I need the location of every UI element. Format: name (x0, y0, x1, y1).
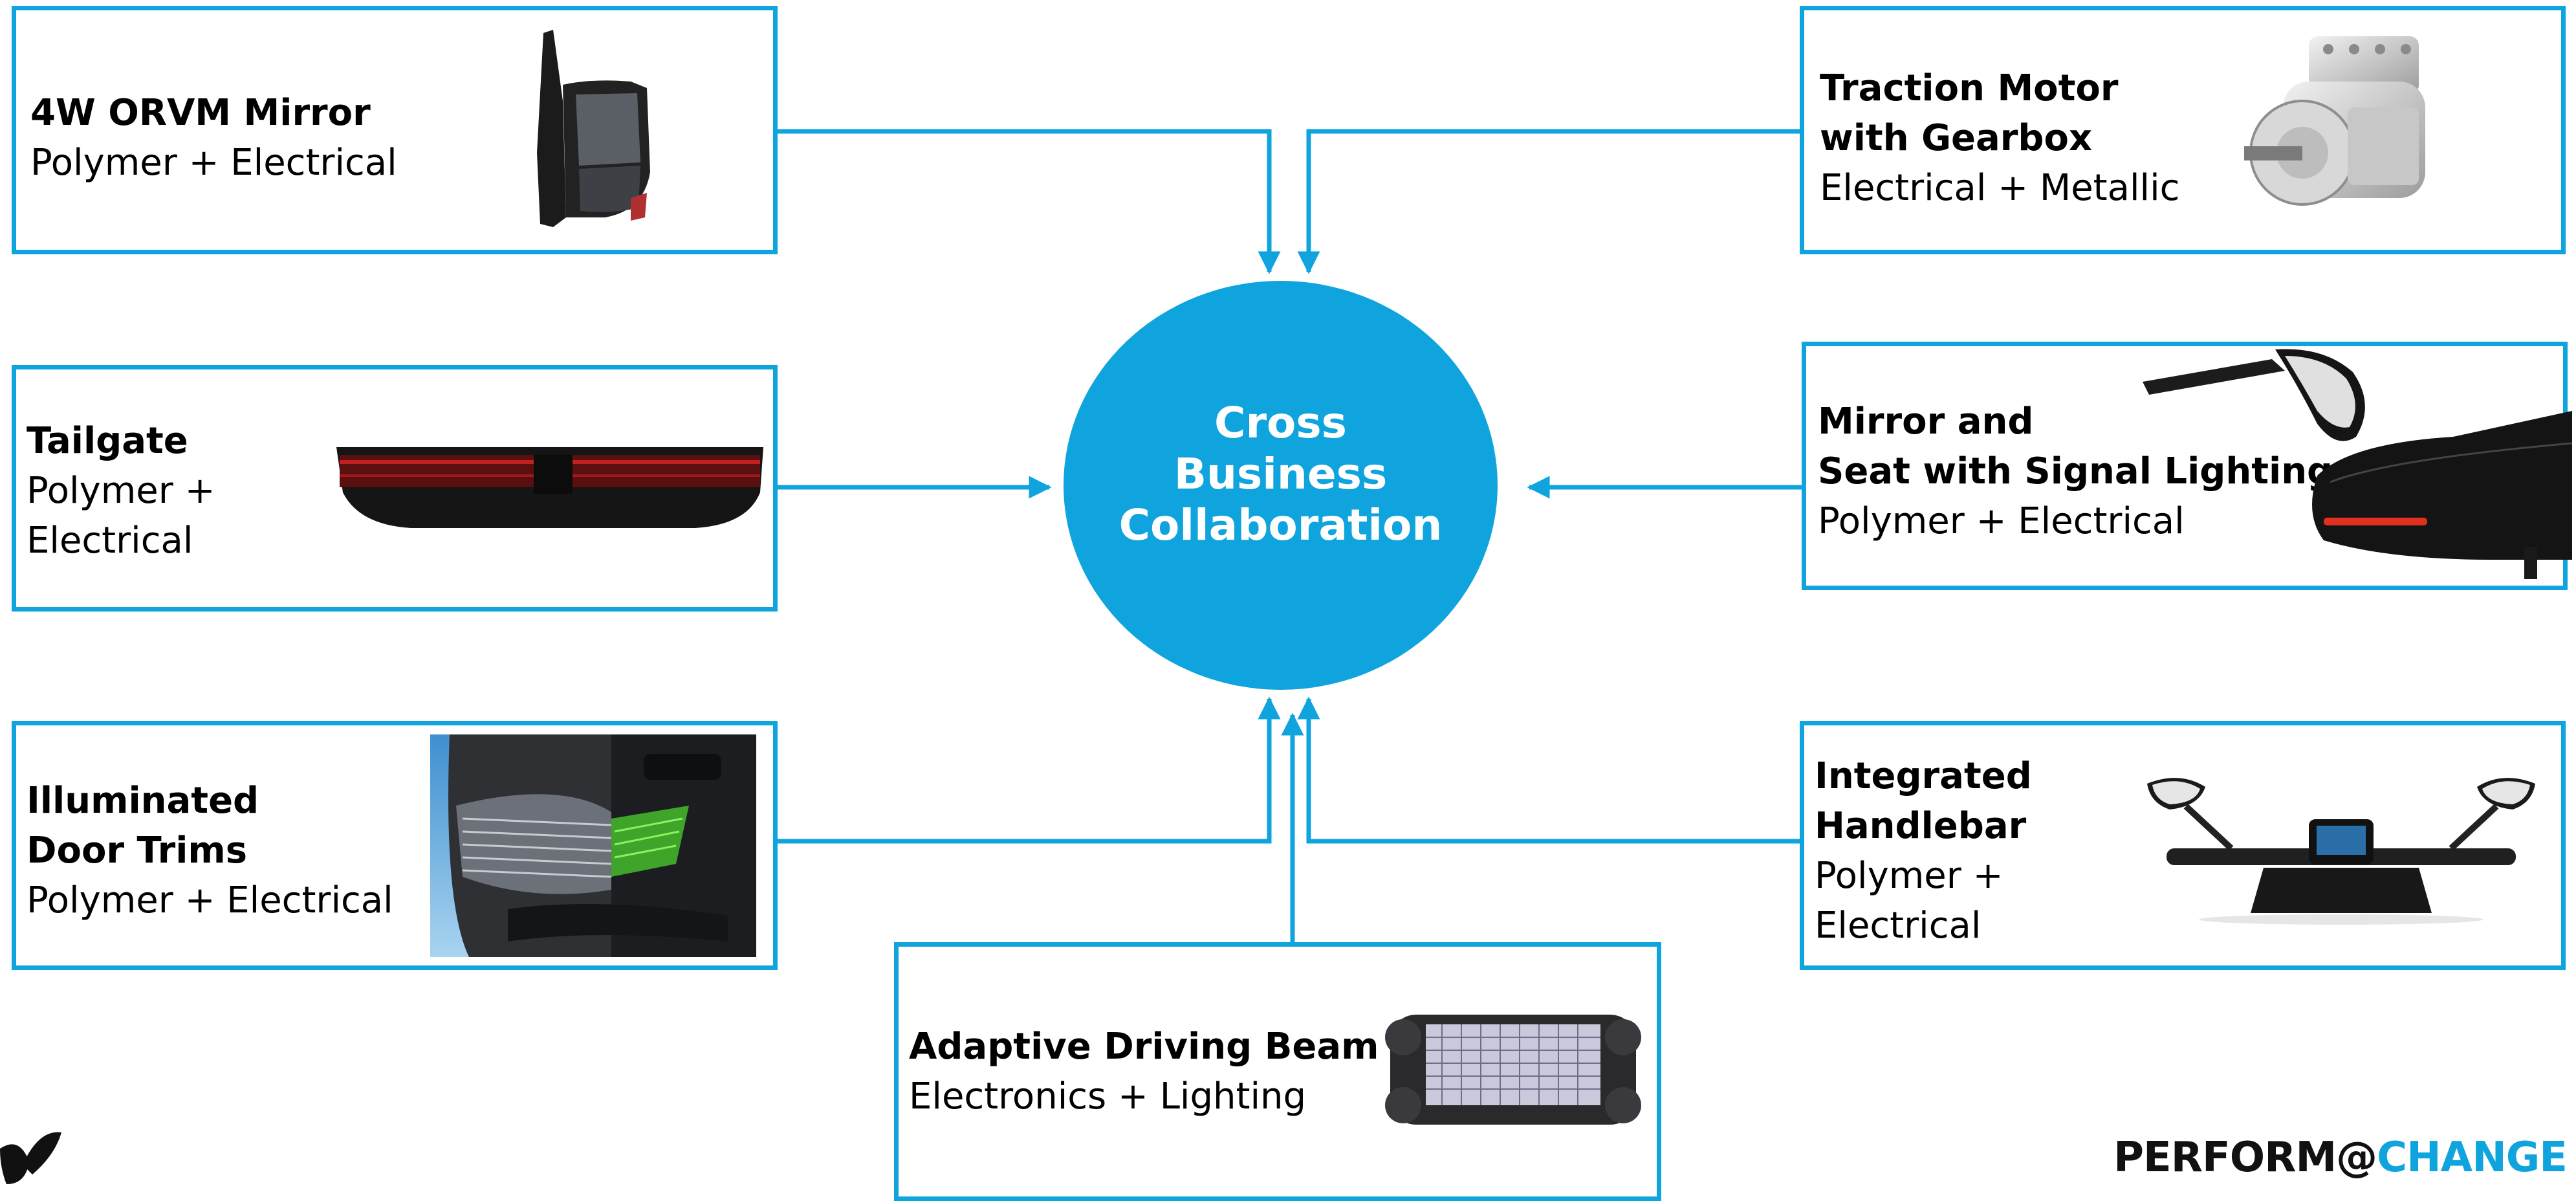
traction-motor-image (2244, 36, 2425, 206)
box-adaptive-driving-beam: Adaptive Driving Beam Electronics + Ligh… (894, 942, 1661, 1201)
mirror-image (537, 30, 650, 227)
box-text: Adaptive Driving Beam Electronics + Ligh… (909, 1022, 1379, 1121)
box-text: Illuminated Door Trims Polymer + Electri… (27, 776, 393, 925)
box-title: Traction Motor (1820, 67, 2119, 109)
box-title: Tailgate (27, 420, 188, 462)
box-desc: Polymer + Electrical (30, 142, 397, 184)
tailgate-lamp-image (336, 447, 763, 528)
center-label: Cross Business Collaboration (1064, 397, 1498, 551)
box-text: Traction Motor with Gearbox Electrical +… (1820, 63, 2179, 213)
box-orvm-mirror: 4W ORVM Mirror Polymer + Electrical (12, 6, 778, 254)
box-text: Integrated Handlebar Polymer + Electrica… (1815, 751, 2032, 951)
box-title: Handlebar (1815, 805, 2027, 847)
box-traction-motor: Traction Motor with Gearbox Electrical +… (1800, 6, 2566, 254)
box-desc: Electrical (1815, 905, 1981, 947)
box-desc: Polymer + Electrical (27, 879, 393, 921)
connector-handlebar (1297, 696, 1800, 844)
box-text: Mirror and Seat with Signal Lighting Pol… (1818, 397, 2333, 546)
brand-wordmark: PERFORM@CHANGE (2113, 1134, 2568, 1182)
connector-orvm (778, 129, 1281, 274)
box-desc: Electrical + Metallic (1820, 167, 2180, 209)
box-title: Illuminated (27, 780, 259, 822)
box-title: 4W ORVM Mirror (30, 92, 371, 134)
center-label-line: Cross (1214, 398, 1347, 448)
box-title: Integrated (1815, 755, 2032, 797)
box-mirror-and-seat: Mirror and Seat with Signal Lighting Pol… (1802, 342, 2572, 590)
box-title: Mirror and (1818, 401, 2034, 443)
connector-traction (1297, 129, 1800, 274)
box-desc: Polymer + (27, 470, 215, 512)
box-text: Tailgate Polymer + Electrical (27, 416, 215, 566)
brand-part-2: CHANGE (2377, 1134, 2568, 1182)
box-title: Seat with Signal Lighting (1818, 450, 2333, 492)
connector-door-trims (778, 696, 1281, 844)
leaf-logo-icon (0, 1132, 61, 1184)
box-title: with Gearbox (1820, 117, 2093, 159)
box-desc: Electrical (27, 520, 193, 562)
box-text: 4W ORVM Mirror Polymer + Electrical (30, 88, 397, 188)
center-circle (1064, 281, 1498, 690)
box-integrated-handlebar: Integrated Handlebar Polymer + Electrica… (1800, 721, 2566, 970)
box-tailgate: Tailgate Polymer + Electrical (12, 365, 778, 612)
box-desc: Polymer + (1815, 855, 2003, 897)
adb-headlamp-image (1385, 1015, 1641, 1125)
box-desc: Electronics + Lighting (909, 1075, 1307, 1118)
door-trim-image (430, 734, 756, 957)
brand-part-1: PERFORM@ (2113, 1134, 2377, 1182)
box-illuminated-door-trims: Illuminated Door Trims Polymer + Electri… (12, 721, 778, 970)
box-title: Door Trims (27, 830, 248, 872)
center-label-line: Collaboration (1119, 500, 1443, 550)
box-title: Adaptive Driving Beam (909, 1026, 1379, 1068)
center-label-line: Business (1173, 449, 1388, 499)
mirror-seat-image (2143, 349, 2572, 579)
box-desc: Polymer + Electrical (1818, 500, 2185, 542)
handlebar-image (2147, 778, 2535, 925)
